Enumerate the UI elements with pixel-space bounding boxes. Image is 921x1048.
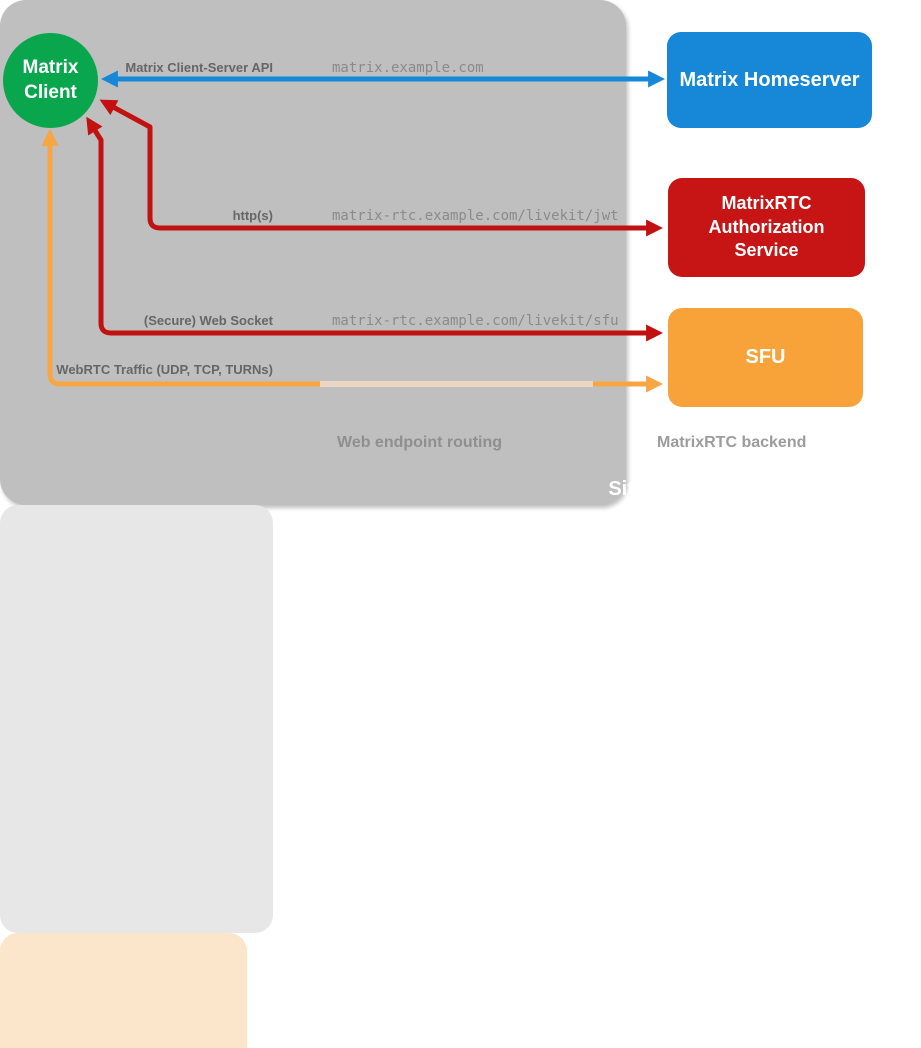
- matrix-homeserver-node: Matrix Homeserver: [667, 32, 872, 128]
- endpoint-livekit-sfu: matrix-rtc.example.com/livekit/sfu: [332, 313, 619, 329]
- sfu-label: SFU: [745, 346, 786, 368]
- matrixrtc-authorization-service-node: MatrixRTC Authorization Service: [668, 178, 865, 277]
- web-endpoint-routing-label: Web endpoint routing: [337, 434, 503, 451]
- site-deployment-label: Site Deployment: example.com: [608, 478, 904, 500]
- matrix-homeserver-label: Matrix Homeserver: [679, 68, 860, 91]
- endpoint-matrix-example-com: matrix.example.com: [332, 60, 484, 76]
- matrixrtc-backend-label: MatrixRTC backend: [657, 434, 807, 451]
- web-socket-arrow-label: (Secure) Web Socket: [143, 313, 273, 328]
- matrixrtc-backend-box: [0, 933, 247, 1048]
- web-endpoint-routing-box: [0, 505, 273, 933]
- webrtc-traffic-arrow-label: WebRTC Traffic (UDP, TCP, TURNs): [56, 362, 273, 377]
- https-arrow-label: http(s): [232, 208, 273, 223]
- matrix-client-label: Matrix Client: [22, 56, 79, 103]
- matrix-client-node: Matrix Client: [3, 33, 98, 128]
- matrixrtc-authorization-service-label: MatrixRTC Authorization Service: [708, 193, 825, 261]
- client-server-api-arrow-label: Matrix Client-Server API: [125, 60, 273, 75]
- endpoint-livekit-jwt: matrix-rtc.example.com/livekit/jwt: [332, 208, 619, 224]
- sfu-node: SFU: [668, 308, 863, 407]
